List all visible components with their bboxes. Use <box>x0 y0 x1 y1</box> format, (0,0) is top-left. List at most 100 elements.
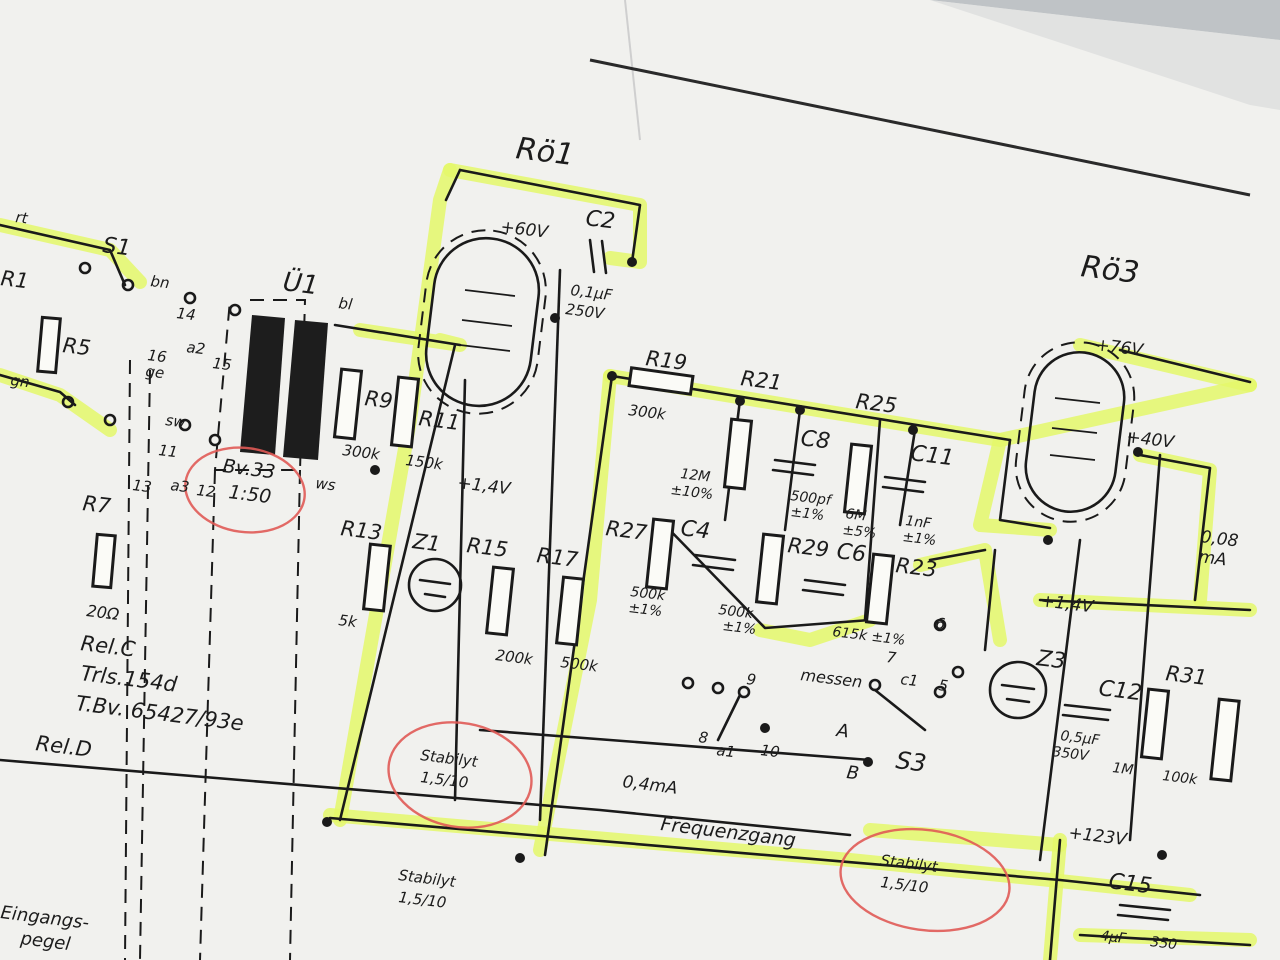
capacitor-c15-value: 4μF <box>1100 928 1129 947</box>
stabilizer-z3-label: Z3 <box>1034 646 1067 674</box>
resistor-r19-value: 300k <box>628 401 669 424</box>
resistor-r1-label: R1 <box>0 266 30 293</box>
resistor-r23-label: R23 <box>894 553 938 582</box>
resistor-r5-label: R5 <box>61 333 92 360</box>
switch-pin-10: 10 <box>760 741 781 761</box>
frame-line <box>589 58 1251 197</box>
transformer-pin-a2: a2 <box>186 338 207 358</box>
capacitor-c8-label: C8 <box>799 426 831 454</box>
resistor-r31-value-2: 100k <box>1162 768 1199 788</box>
current-ma: mA <box>1197 547 1227 570</box>
resistor-r7-value: 20Ω <box>86 601 121 624</box>
capacitor-c4-value: 500k <box>718 602 755 622</box>
junction-dots <box>322 257 1167 863</box>
wire-color-ge: ge <box>145 362 166 382</box>
switch-pin-8: 8 <box>698 728 710 747</box>
stabilyt-note-1-line-2: 1,5/10 <box>420 768 470 792</box>
capacitor-c8-tolerance: ±1% <box>790 504 826 524</box>
resistor-r7-label: R7 <box>81 491 112 518</box>
transformer-core <box>240 315 328 460</box>
transformer-pin-a3: a3 <box>170 476 191 496</box>
capacitor-c15-voltage: 350 <box>1150 934 1179 953</box>
capacitor-c12-voltage: 350V <box>1052 744 1091 764</box>
resistor-r31-value: 1M <box>1112 760 1135 778</box>
resistor-r21-tolerance: ±10% <box>670 482 714 503</box>
resistor-r27-tolerance: ±1% <box>628 600 664 620</box>
resistor-r29-label: R29 <box>786 533 830 562</box>
switch-s3-label: S3 <box>894 746 928 778</box>
wire-color-ws: ws <box>315 474 337 494</box>
capacitor-symbols <box>588 238 1172 922</box>
resistor-r27-label: R27 <box>604 516 649 545</box>
capacitor-c4-label: C4 <box>679 516 711 544</box>
resistor-r21-label: R21 <box>739 366 783 395</box>
transformer-pin-16: 16 <box>147 346 168 366</box>
capacitor-c12-label: C12 <box>1097 676 1143 706</box>
resistor-r11-label: R11 <box>417 406 461 435</box>
capacitor-c8-value: 500pf <box>790 488 834 509</box>
switch-pin-6: 6 <box>935 614 947 633</box>
tube-ro3-label: Rö3 <box>1079 249 1141 291</box>
capacitor-c6-label: C6 <box>835 539 867 567</box>
resistor-r17-value: 500k <box>560 653 601 676</box>
resistor-r25-value: 6M <box>845 506 868 524</box>
transformer-pin-14: 14 <box>176 304 197 324</box>
resistor-r11-value: 150k <box>405 451 446 474</box>
resistor-r25-tolerance: ±5% <box>842 522 878 542</box>
capacitor-c4-tolerance: ±1% <box>722 618 758 638</box>
resistor-r13-label: R13 <box>339 516 383 545</box>
resistor-r9-label: R9 <box>363 386 394 413</box>
transformer-name: Ü1 <box>281 265 320 301</box>
capacitor-c15-label: C15 <box>1107 869 1153 899</box>
resistor-r25-label: R25 <box>854 389 898 418</box>
resistor-r21-value: 12M <box>680 466 712 486</box>
wire-color-bl: bl <box>338 294 355 314</box>
switch-pos-b: B <box>845 762 860 784</box>
stabilyt-note-2-line-2: 1,5/10 <box>398 888 448 912</box>
stabilizer-symbols <box>407 557 1048 720</box>
wire-color-bn: bn <box>150 272 171 292</box>
current-0-08: 0,08 <box>1199 527 1239 551</box>
resistor-r15-value: 200k <box>495 646 536 669</box>
switch-pin-a1: a1 <box>716 741 737 761</box>
capacitor-c11-value: 1nF <box>905 513 934 532</box>
wire-color-rt: rt <box>15 208 30 227</box>
resistor-r17-label: R17 <box>535 543 580 572</box>
paper-shadow <box>930 0 1280 110</box>
switch-pin-9: 9 <box>746 670 758 689</box>
switch-pin-5: 5 <box>938 676 950 695</box>
red-annotation-circles <box>184 446 1011 933</box>
capacitor-c2-label: C2 <box>584 206 616 234</box>
stabilyt-note-3-line-2: 1,5/10 <box>880 873 930 897</box>
transformer-ratio: 1:50 <box>227 481 272 508</box>
resistor-r31-label: R31 <box>1164 661 1208 690</box>
capacitor-c11-label: C11 <box>909 441 955 471</box>
stabilizer-z1-label: Z1 <box>410 529 441 556</box>
capacitor-c2-voltage: 250V <box>565 300 608 323</box>
capacitor-c2-value: 0,1μF <box>570 281 614 304</box>
switch-s1-label: S1 <box>101 233 132 261</box>
switch-pin-7: 7 <box>886 648 898 667</box>
resistor-bodies <box>36 315 1241 783</box>
transformer-pin-11: 11 <box>158 441 179 461</box>
switch-pos-a: A <box>834 720 850 742</box>
tube-ro1-symbol <box>417 229 547 415</box>
tube-ro3-symbol <box>1014 341 1136 523</box>
capacitor-c12-value: 0,5μF <box>1060 728 1102 749</box>
switch-contacts <box>61 261 965 742</box>
tube-ro1-label: Rö1 <box>514 131 576 173</box>
switch-pin-c1: c1 <box>900 670 920 690</box>
relay-dashed-lines <box>124 299 307 960</box>
capacitor-c11-tolerance: ±1% <box>902 529 938 549</box>
transformer-pin-15: 15 <box>212 354 233 374</box>
wire-color-gn: gn <box>10 371 31 391</box>
transformer-pin-12: 12 <box>196 481 217 501</box>
resistor-r13-value: 5k <box>338 611 360 631</box>
wire-color-sw: sw <box>165 411 188 431</box>
resistor-r15-label: R15 <box>465 533 509 562</box>
resistor-r19-label: R19 <box>644 346 688 375</box>
resistor-r9-value: 300k <box>342 441 383 464</box>
